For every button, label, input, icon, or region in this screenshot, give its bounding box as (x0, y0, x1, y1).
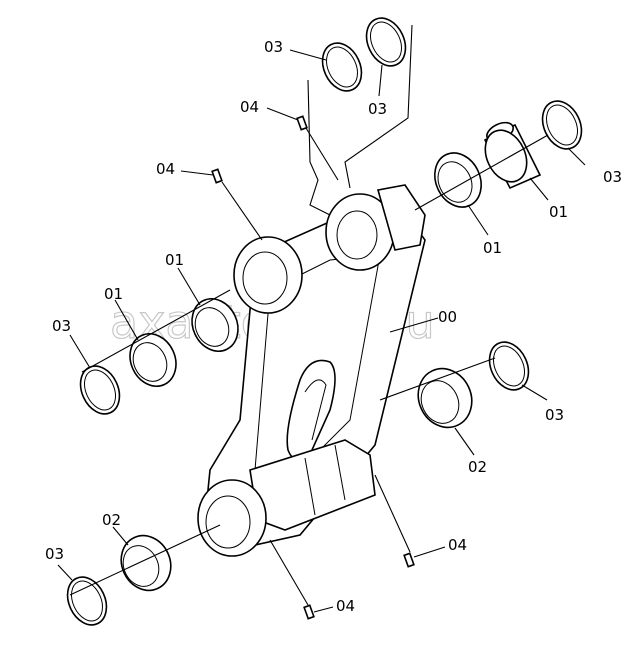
seal-ring-right-upper (541, 100, 583, 150)
label-03-right-upper: 03 (603, 168, 622, 186)
label-02-left: 02 (102, 511, 121, 529)
leader-lines (57, 24, 586, 613)
bushing-top-right-inner (434, 152, 482, 208)
bushing-left-lower (129, 333, 177, 387)
label-03-top-left: 03 (264, 38, 283, 56)
seal-ring-top-2 (365, 17, 407, 67)
seal-ring-top-1 (321, 42, 363, 92)
label-00: 00 (438, 308, 457, 326)
grease-fitting-top (296, 115, 308, 131)
seal-ring-left-lower (66, 576, 108, 626)
label-03-left-upper: 03 (52, 317, 71, 335)
label-01-right-outer: 01 (549, 203, 568, 221)
seal-ring-right-middle (488, 341, 530, 391)
label-03-top-right: 03 (368, 100, 387, 118)
label-04-bottom: 04 (336, 597, 355, 615)
grease-fitting-bottom (303, 604, 315, 620)
bushing-top-right-outer (483, 121, 542, 190)
label-03-right-middle: 03 (545, 406, 564, 424)
grease-fitting-right-bottom (403, 552, 415, 568)
label-04-right-bottom: 04 (448, 536, 467, 554)
label-01-right-inner: 01 (483, 239, 502, 257)
label-04-top: 04 (240, 98, 259, 116)
label-02-right: 02 (468, 458, 487, 476)
link-body (197, 184, 426, 557)
label-01-left-lower: 01 (104, 285, 123, 303)
label-04-left: 04 (156, 160, 175, 178)
bushing-left-upper (191, 298, 239, 352)
seal-ring-left-upper (79, 365, 121, 415)
label-03-left-lower: 03 (45, 545, 64, 563)
label-01-left-upper: 01 (165, 251, 184, 269)
grease-fitting-left (211, 168, 223, 184)
flanged-bushing-right (417, 367, 473, 429)
flanged-bushing-left (120, 534, 172, 592)
